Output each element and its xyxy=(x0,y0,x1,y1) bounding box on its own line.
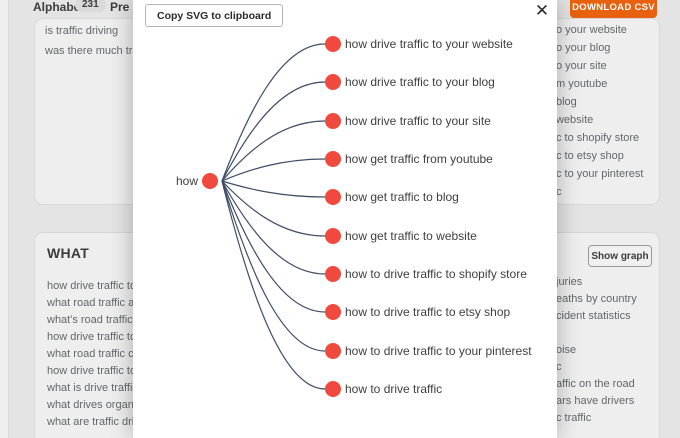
keyword-list-item: was there much tra xyxy=(45,45,139,57)
keyword-list-item: c to etsy shop xyxy=(556,150,624,162)
keyword-list-item: c xyxy=(556,361,562,373)
download-csv-button[interactable]: DOWNLOAD CSV xyxy=(570,0,657,18)
keyword-list-item: blog xyxy=(556,96,577,108)
leaf-node-dot[interactable] xyxy=(325,36,341,52)
tree-link xyxy=(221,158,326,182)
close-icon[interactable]: ✕ xyxy=(531,0,553,22)
leaf-node-label[interactable]: how get traffic from youtube xyxy=(345,152,493,166)
leaf-node-dot[interactable] xyxy=(325,74,341,90)
keyword-list-item: m youtube xyxy=(556,78,608,90)
keyword-list-item: how drive traffic to xyxy=(47,365,137,377)
leaf-node-label[interactable]: how to drive traffic to your pinterest xyxy=(345,344,532,358)
leaf-node-label[interactable]: how drive traffic to your blog xyxy=(345,75,495,89)
leaf-node-label[interactable]: how get traffic to blog xyxy=(345,190,459,204)
leaf-node-dot[interactable] xyxy=(325,151,341,167)
keyword-list-item: eaths by country xyxy=(556,293,637,305)
keyword-list-item: what are traffic driv xyxy=(47,416,140,428)
keyword-list-item: c traffic xyxy=(556,412,592,424)
keyword-list-item: o your blog xyxy=(556,42,611,54)
keyword-list-item: what road traffic co xyxy=(47,348,140,360)
tree-link xyxy=(221,180,326,390)
leaf-node-dot[interactable] xyxy=(325,304,341,320)
tree-link xyxy=(221,180,326,237)
keyword-list-item: what drives organic xyxy=(47,399,142,411)
keyword-list-item: c to shopify store xyxy=(556,132,640,144)
keyword-list-item: what is drive traffic xyxy=(47,382,138,394)
keyword-list-item: how drive traffic to xyxy=(47,331,137,343)
keyword-list-item: website xyxy=(556,114,594,126)
tree-link xyxy=(221,81,326,182)
leaf-node-dot[interactable] xyxy=(325,228,341,244)
keyword-list-item: oise xyxy=(556,344,577,356)
copy-svg-button[interactable]: Copy SVG to clipboard xyxy=(145,4,284,27)
leaf-node-label[interactable]: how drive traffic to your site xyxy=(345,114,491,128)
tab-alphabet-count-badge: 231 xyxy=(75,0,106,12)
keyword-tree-graph[interactable]: how how drive traffic to your website how … xyxy=(133,0,557,438)
keyword-list-item: o your website xyxy=(556,24,627,36)
leaf-node-label[interactable]: how get traffic to website xyxy=(345,229,477,243)
keyword-list-item: juries xyxy=(556,276,583,288)
show-graph-button[interactable]: Show graph xyxy=(588,245,652,267)
keyword-list-item: affic on the road xyxy=(556,378,635,390)
root-node-label[interactable]: how xyxy=(176,174,198,188)
tab-bar: Alphabet 231 Pre xyxy=(0,0,680,16)
keyword-list-item: c xyxy=(556,186,562,198)
leaf-node-label[interactable]: how to drive traffic to shopify store xyxy=(345,267,527,281)
leaf-node-dot[interactable] xyxy=(325,381,341,397)
leaf-node-label[interactable]: how to drive traffic xyxy=(345,382,442,396)
keyword-list-item: ars have drivers xyxy=(556,395,635,407)
keyword-list-item: is traffic driving xyxy=(45,25,119,37)
keyword-list-item: what road traffic ac xyxy=(47,297,140,309)
tree-link xyxy=(221,180,326,198)
keyword-list-item: how drive traffic to xyxy=(47,280,137,292)
keyword-list-item: o your site xyxy=(556,60,607,72)
root-node-dot[interactable] xyxy=(202,173,218,189)
what-section-heading: WHAT xyxy=(47,245,90,261)
tab-alphabet[interactable]: Alphabet xyxy=(33,0,85,14)
tree-link xyxy=(221,180,326,313)
leaf-node-dot[interactable] xyxy=(325,266,341,282)
tab-prepositions[interactable]: Pre xyxy=(110,0,130,14)
keyword-list-item: what's road traffic xyxy=(47,314,133,326)
tree-link xyxy=(221,180,326,352)
keyword-list-item: cident statistics xyxy=(556,310,631,322)
keyword-list-item: c to your pinterest xyxy=(556,168,644,180)
tree-link xyxy=(221,43,326,182)
leaf-node-dot[interactable] xyxy=(325,343,341,359)
leaf-node-dot[interactable] xyxy=(325,113,341,129)
tree-link xyxy=(221,180,326,275)
tree-link xyxy=(221,120,326,182)
leaf-node-label[interactable]: how to drive traffic to etsy shop xyxy=(345,305,511,319)
leaf-node-label[interactable]: how drive traffic to your website xyxy=(345,37,513,51)
graph-modal: Copy SVG to clipboard ✕ how how drive tra… xyxy=(133,0,557,438)
leaf-node-dot[interactable] xyxy=(325,189,341,205)
page-left-gutter xyxy=(0,0,9,438)
